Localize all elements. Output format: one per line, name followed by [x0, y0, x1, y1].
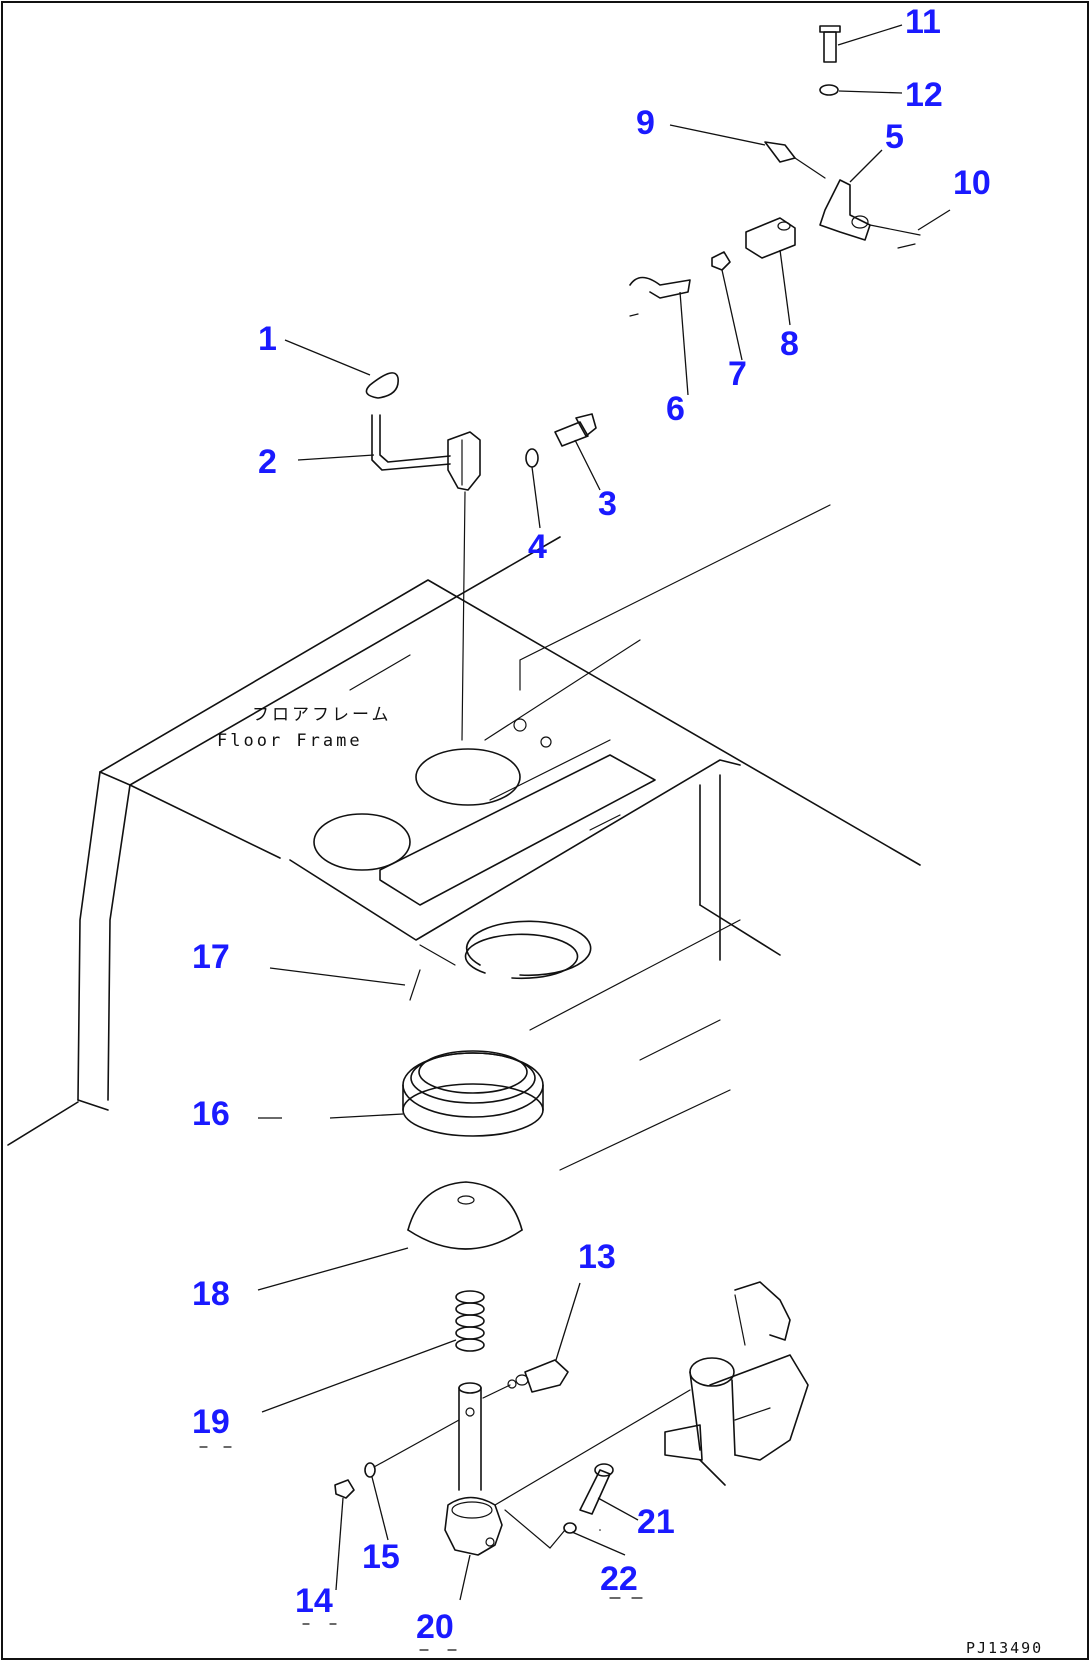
callout-5: 5 — [885, 118, 904, 156]
snap-ring-part-17 — [464, 920, 592, 980]
nut-part-14 — [334, 1479, 355, 1499]
callout-11: 11 — [905, 3, 941, 41]
callout-4: 4 — [528, 528, 547, 566]
drawing-code: PJ13490 — [966, 1639, 1043, 1657]
spring-part-19 — [455, 1290, 485, 1352]
washer-part-4 — [525, 448, 539, 468]
bolt-part-21 — [579, 1463, 614, 1515]
pin-part-9 — [764, 141, 796, 163]
frame-label-en: Floor Frame — [217, 731, 363, 751]
dome-part-18 — [407, 1181, 523, 1250]
callout-19: 19 — [192, 1403, 230, 1441]
callout-6: 6 — [666, 390, 685, 428]
block-part-8 — [745, 217, 796, 259]
shaft-part-20 — [444, 1382, 503, 1556]
callout-15: 15 — [362, 1538, 400, 1576]
callout-2: 2 — [258, 443, 277, 481]
callout-7: 7 — [728, 355, 747, 393]
callout-16: 16 — [192, 1095, 230, 1133]
callout-8: 8 — [780, 325, 799, 363]
callout-13: 13 — [578, 1238, 616, 1276]
callout-1: 1 — [258, 320, 277, 358]
callout-18: 18 — [192, 1275, 230, 1313]
callout-20: 20 — [416, 1608, 454, 1646]
knob-part-1 — [365, 372, 399, 399]
lever-bracket-assembly — [664, 1281, 809, 1486]
callout-12: 12 — [905, 76, 943, 114]
bolt-part-11 — [819, 25, 841, 63]
callout-numbers: 1 2 3 4 5 6 7 8 9 10 11 12 13 14 15 16 1… — [192, 3, 991, 1646]
callout-3: 3 — [598, 485, 617, 523]
boot-part-16 — [402, 1050, 544, 1137]
callout-9: 9 — [636, 104, 655, 142]
frame-edge-10 — [869, 224, 921, 236]
callout-17: 17 — [192, 938, 230, 976]
callout-22: 22 — [600, 1560, 638, 1598]
nut-part-7 — [711, 251, 731, 271]
washer-part-12 — [819, 84, 839, 96]
floor-frame: フロアフレーム Floor Frame — [7, 504, 921, 1531]
bolt-part-3 — [554, 413, 597, 447]
clip-part-6 — [629, 276, 691, 299]
frame-label-jp: フロアフレーム — [252, 705, 392, 725]
callout-14: 14 — [295, 1582, 333, 1620]
washer-part-22 — [563, 1522, 577, 1534]
leader-lines — [257, 24, 951, 1601]
callout-10: 10 — [953, 164, 991, 202]
bracket-part-5 — [819, 179, 871, 241]
underline-marks — [199, 1446, 643, 1651]
clevis-part-13 — [507, 1359, 569, 1393]
lever-part-2 — [371, 414, 481, 741]
washer-part-15 — [364, 1462, 376, 1478]
callout-21: 21 — [637, 1503, 675, 1541]
